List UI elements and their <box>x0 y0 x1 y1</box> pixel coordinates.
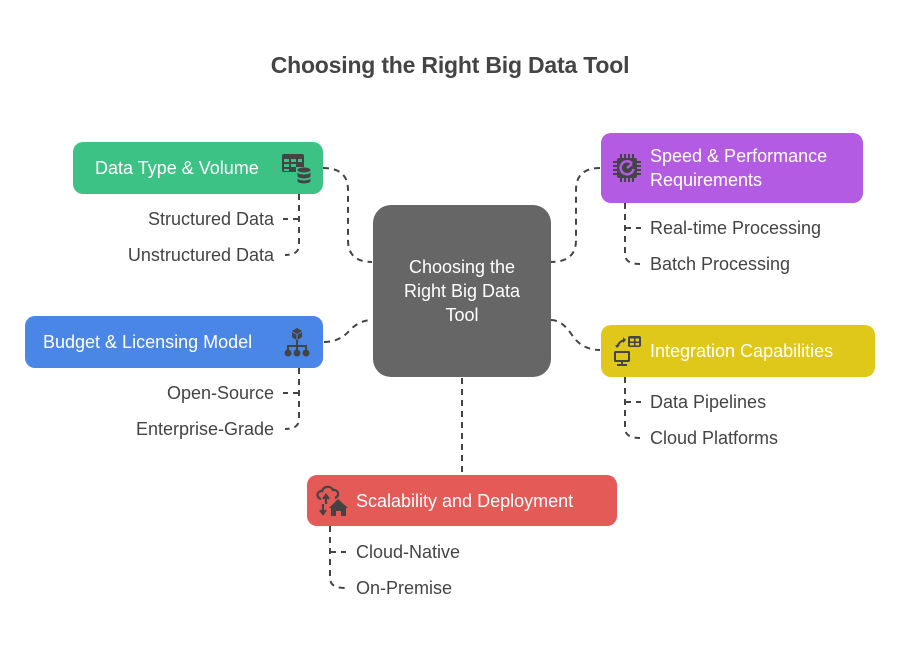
leaf-on-premise: On-Premise <box>356 578 453 598</box>
connector-speed <box>550 167 601 263</box>
connector-budget-children <box>283 368 300 430</box>
leaf-open-source: Open-Source <box>166 383 274 403</box>
connector-integration <box>550 319 601 351</box>
cpu-gauge-icon <box>613 154 641 182</box>
leaf-unstructured-data: Unstructured Data <box>127 245 274 265</box>
branch-label: Integration Capabilities <box>650 341 834 361</box>
branch-label: Data Type & Volume <box>95 158 259 178</box>
central-topic-node[interactable]: Choosing the Right Big Data Tool <box>373 205 551 377</box>
leaf-cloud-native: Cloud-Native <box>356 542 461 562</box>
branch-label: Scalability and Deployment <box>356 490 574 511</box>
connector-integration-children <box>624 377 641 439</box>
connector-speed-children <box>624 203 641 265</box>
branch-integration-capabilities[interactable]: Integration Capabilities <box>601 325 875 377</box>
branch-label-line2: Requirements <box>650 170 763 190</box>
cloud-home-icon <box>316 485 348 516</box>
connector-data-type-children <box>283 194 300 256</box>
branch-budget-licensing[interactable]: Budget & Licensing Model <box>25 316 323 368</box>
connector-scalability-children <box>329 526 346 589</box>
connector-budget <box>323 319 373 343</box>
hierarchy-cube-icon <box>284 328 310 357</box>
integration-monitor-icon <box>614 336 641 366</box>
branch-label: Budget & Licensing Model <box>43 332 253 352</box>
branch-label-line1: Speed & Performance <box>650 146 828 166</box>
leaf-structured-data: Structured Data <box>147 209 274 229</box>
table-database-icon <box>282 154 312 184</box>
branch-label: Speed & Performance Requirements <box>650 144 827 192</box>
leaf-batch-processing: Batch Processing <box>650 254 791 274</box>
branch-speed-performance[interactable]: Speed & Performance Requirements <box>601 133 863 203</box>
branch-scalability-deployment[interactable]: Scalability and Deployment <box>307 475 617 526</box>
leaf-enterprise-grade: Enterprise-Grade <box>135 419 274 439</box>
leaf-cloud-platforms: Cloud Platforms <box>650 428 779 448</box>
leaf-data-pipelines: Data Pipelines <box>650 392 767 412</box>
branch-data-type-volume[interactable]: Data Type & Volume <box>73 142 323 194</box>
leaf-real-time-processing: Real-time Processing <box>650 218 822 238</box>
connector-data-type <box>322 167 373 263</box>
central-topic-label: Choosing the Right Big Data Tool <box>403 257 521 325</box>
diagram-title: Choosing the Right Big Data Tool <box>270 52 630 78</box>
